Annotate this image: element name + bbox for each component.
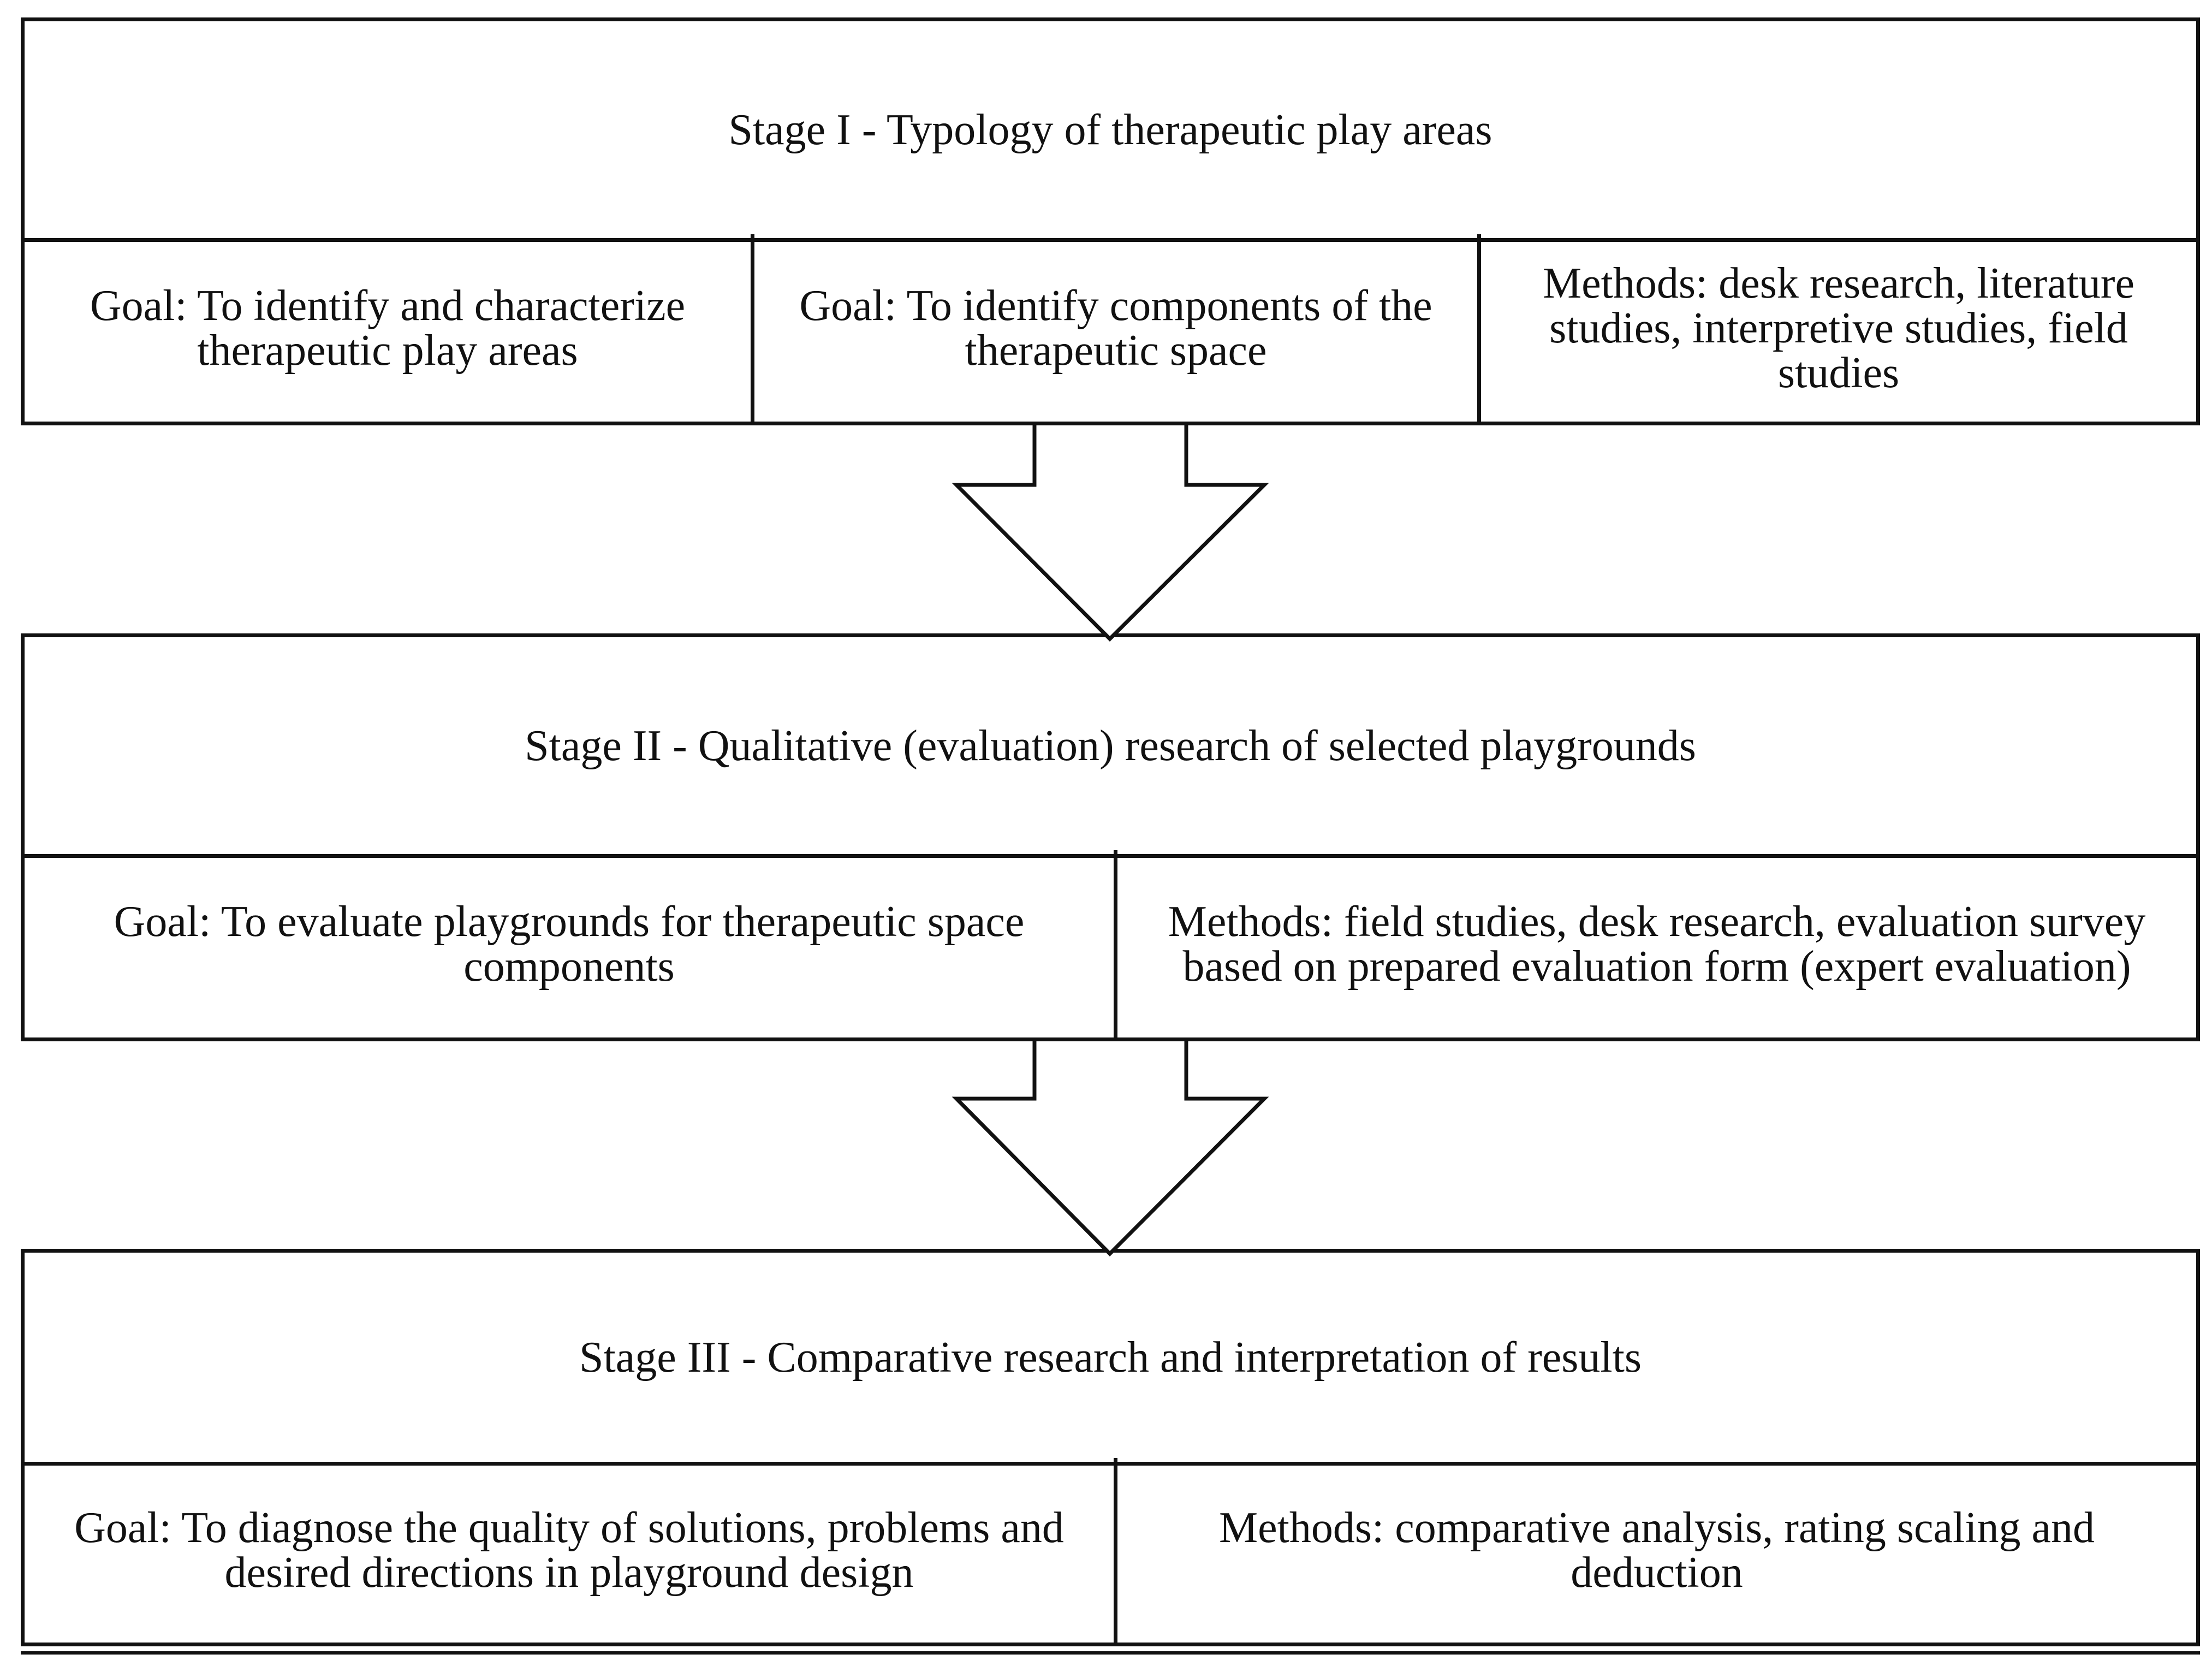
stage-3-block: Stage III - Comparative research and int… <box>21 1249 2200 1646</box>
stage-2-block: Stage II - Qualitative (evaluation) rese… <box>21 633 2200 1041</box>
stage-1-title: Stage I - Typology of therapeutic play a… <box>728 105 1492 154</box>
stage-1-goal-1: Goal: To identify and characterize thera… <box>90 281 686 375</box>
stage-1-title-box: Stage I - Typology of therapeutic play a… <box>25 21 2196 242</box>
stage-3-details-row: Goal: To diagnose the quality of solutio… <box>25 1458 2196 1643</box>
bottom-double-rule <box>21 1651 2200 1655</box>
stage-2-title: Stage II - Qualitative (evaluation) rese… <box>525 721 1696 770</box>
stage-2-title-box: Stage II - Qualitative (evaluation) rese… <box>25 637 2196 858</box>
stage-3-title-box: Stage III - Comparative research and int… <box>25 1253 2196 1466</box>
stage-2-methods: Methods: field studies, desk research, e… <box>1114 850 2196 1037</box>
stage-2-details-row: Goal: To evaluate playgrounds for therap… <box>25 850 2196 1037</box>
stage-3-methods: Methods: comparative analysis, rating sc… <box>1114 1458 2196 1643</box>
stage-2-goal: Goal: To evaluate playgrounds for therap… <box>114 897 1025 991</box>
stage-1-details-row: Goal: To identify and characterize thera… <box>25 234 2196 422</box>
arrow-stage-1-to-2-icon <box>952 425 1269 642</box>
stage-1-block: Stage I - Typology of therapeutic play a… <box>21 17 2200 425</box>
arrow-stage-2-to-3-icon <box>952 1041 1269 1256</box>
stage-1-goal-2: Goal: To identify components of the ther… <box>751 234 1477 422</box>
stage-3-goal: Goal: To diagnose the quality of solutio… <box>74 1504 1064 1597</box>
stage-1-methods: Methods: desk research, literature studi… <box>1477 234 2196 422</box>
stage-3-title: Stage III - Comparative research and int… <box>579 1333 1642 1382</box>
